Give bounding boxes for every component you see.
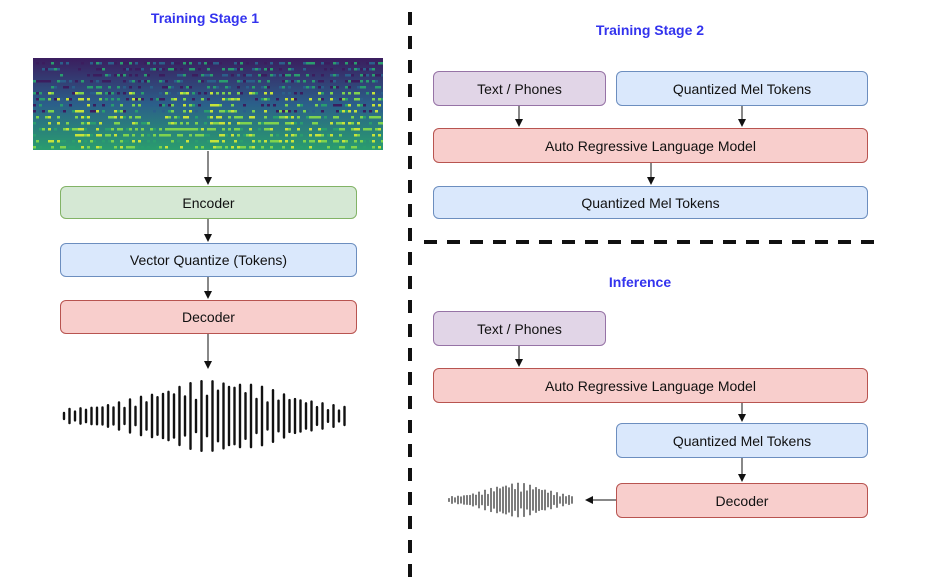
stage1-title: Training Stage 1: [150, 10, 260, 26]
inference-decoder-box: Decoder: [616, 483, 868, 518]
encoder-box: Encoder: [60, 186, 357, 219]
inference-title: Inference: [608, 274, 672, 290]
quantized-mel-tokens-input-box: Quantized Mel Tokens: [616, 71, 868, 106]
mel-spectrogram-image: [33, 58, 383, 150]
inference-text-phones-box: Text / Phones: [433, 311, 606, 346]
text-phones-box: Text / Phones: [433, 71, 606, 106]
vector-quantize-box: Vector Quantize (Tokens): [60, 243, 357, 277]
inference-autoregressive-model-box: Auto Regressive Language Model: [433, 368, 868, 403]
autoregressive-model-box: Auto Regressive Language Model: [433, 128, 868, 163]
waveform-large-icon: [62, 379, 346, 453]
decoder-box: Decoder: [60, 300, 357, 334]
stage2-title: Training Stage 2: [595, 22, 705, 38]
quantized-mel-tokens-output-box: Quantized Mel Tokens: [433, 186, 868, 219]
waveform-small-icon: [448, 482, 573, 518]
inference-quantized-mel-tokens-box: Quantized Mel Tokens: [616, 423, 868, 458]
